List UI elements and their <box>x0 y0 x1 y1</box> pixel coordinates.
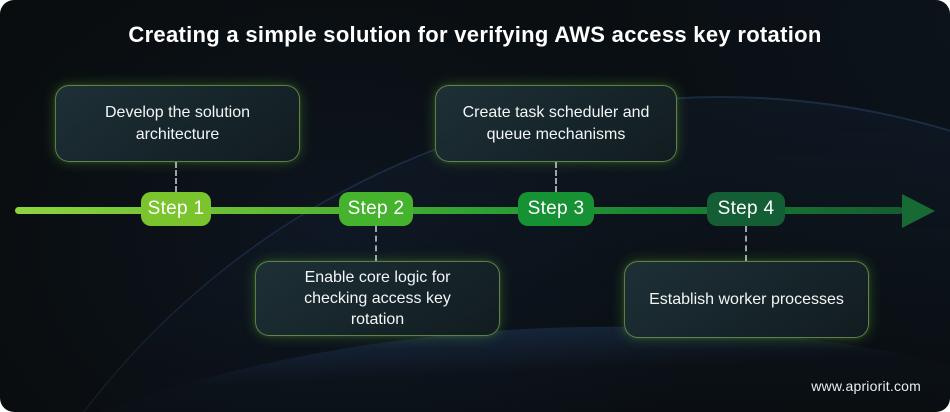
timeline-line <box>15 207 903 214</box>
task-box-step-4: Establish worker processes <box>624 261 869 338</box>
task-box-step-4-label: Establish worker processes <box>649 290 844 308</box>
connector-step-1 <box>175 162 177 192</box>
task-box-step-1: Develop the solution architecture <box>55 85 300 162</box>
task-box-step-3-label: Create task scheduler and queue mechanis… <box>462 104 650 143</box>
task-box-step-2-label: Enable core logic for checking access ke… <box>304 268 451 329</box>
task-box-step-3: Create task scheduler and queue mechanis… <box>435 85 677 162</box>
task-box-step-2: Enable core logic for checking access ke… <box>255 261 500 336</box>
website-url: www.apriorit.com <box>811 378 921 394</box>
page-title: Creating a simple solution for verifying… <box>128 22 822 47</box>
step-badge-2-label: Step 2 <box>347 198 405 219</box>
step-badge-3: Step 3 <box>518 192 594 226</box>
step-badge-2: Step 2 <box>339 192 413 226</box>
task-box-step-1-label: Develop the solution architecture <box>105 104 250 143</box>
connector-step-2 <box>375 226 377 261</box>
timeline-arrowhead-icon <box>902 194 935 228</box>
step-badge-4-label: Step 4 <box>717 198 775 219</box>
connector-step-4 <box>745 226 747 261</box>
step-badge-3-label: Step 3 <box>527 198 585 219</box>
step-badge-1-label: Step 1 <box>147 198 205 219</box>
step-badge-1: Step 1 <box>141 192 211 226</box>
step-badge-4: Step 4 <box>707 192 785 226</box>
connector-step-3 <box>555 162 557 192</box>
